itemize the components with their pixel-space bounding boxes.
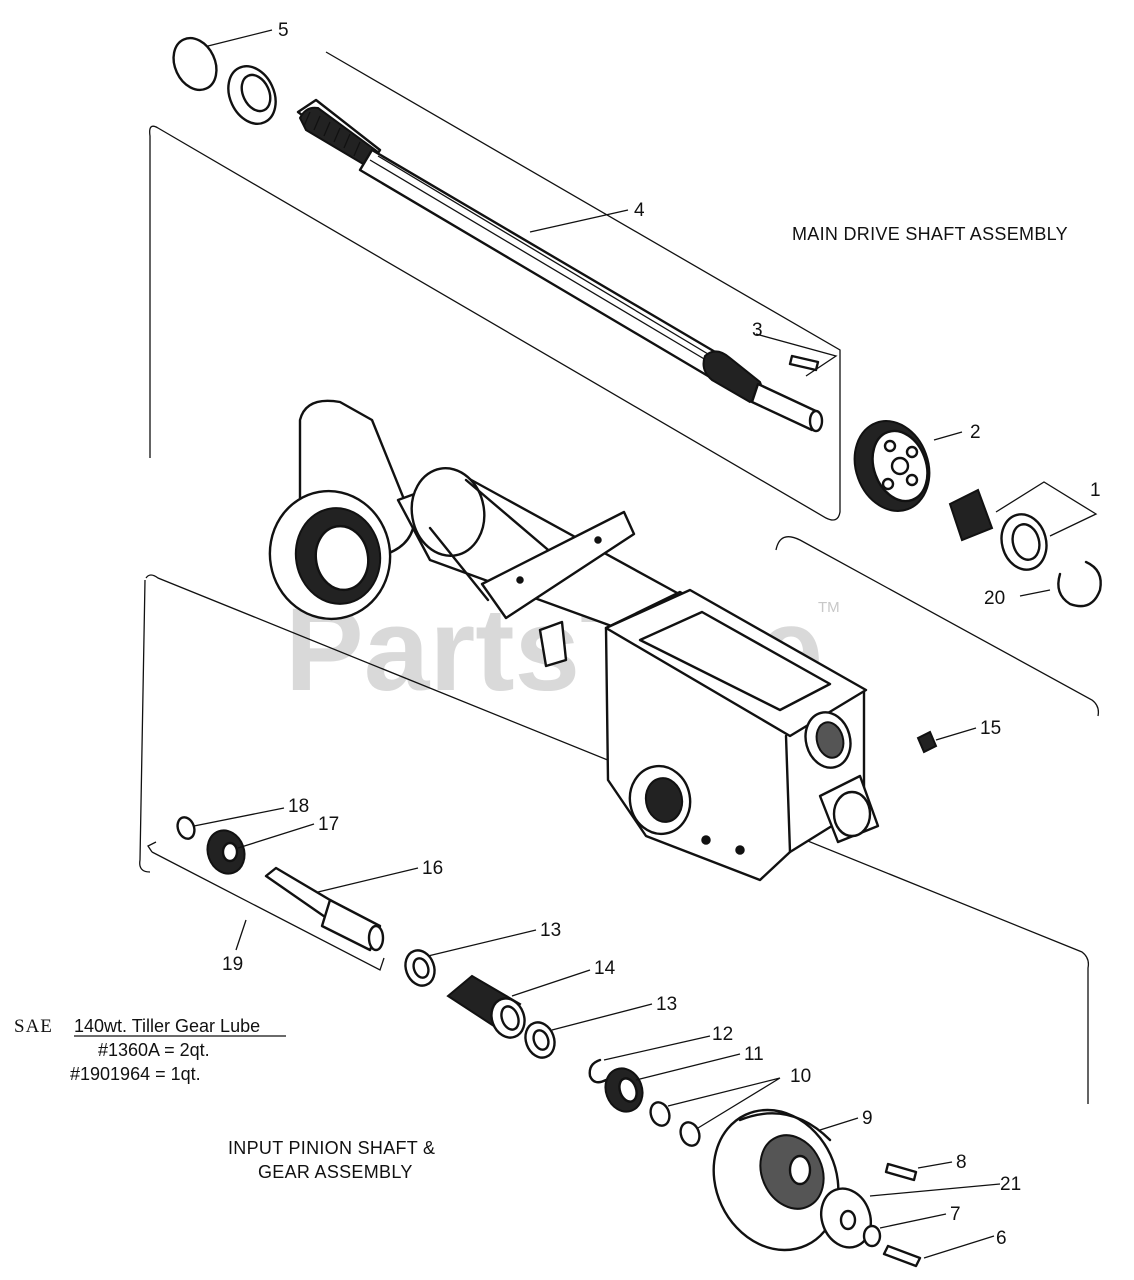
- part-17-pinion-gear: [206, 829, 246, 875]
- callout-21: 21: [1000, 1174, 1021, 1195]
- main-drive-shaft-bracket: [149, 51, 841, 521]
- part-5-snap-ring: [172, 36, 218, 92]
- callout-13-lower: 13: [656, 994, 677, 1015]
- lube-note-line1: #1360A = 2qt.: [98, 1040, 210, 1060]
- callout-10: 10: [790, 1066, 811, 1087]
- lube-note-prefix: SAE: [14, 1016, 53, 1037]
- part-9-pulley: [712, 1108, 840, 1252]
- callout-20: 20: [984, 588, 1005, 609]
- part-18-e-ring: [176, 816, 196, 840]
- callout-1: 1: [1090, 480, 1101, 501]
- part-21-washer: [820, 1187, 872, 1249]
- leader-lines: [193, 29, 1051, 1259]
- part-7-lock-washer: [862, 1224, 882, 1248]
- callout-8: 8: [956, 1152, 967, 1173]
- watermark-trademark: TM: [818, 599, 840, 616]
- callout-13-upper: 13: [540, 920, 561, 941]
- assembly-headings: MAIN DRIVE SHAFT ASSEMBLY INPUT PINION S…: [228, 224, 1068, 1182]
- callout-7: 7: [950, 1204, 961, 1225]
- input-pinion-heading-line1: INPUT PINION SHAFT &: [228, 1138, 435, 1158]
- callout-18: 18: [288, 796, 309, 817]
- callout-14: 14: [594, 958, 616, 979]
- part-6-bolt: [882, 1244, 922, 1268]
- lube-note-line2: #1901964 = 1qt.: [70, 1064, 201, 1084]
- callout-5: 5: [278, 20, 289, 41]
- callout-19: 19: [222, 954, 243, 975]
- part-13-washer-b: [524, 1021, 556, 1059]
- part-14-bushing: [446, 974, 526, 1039]
- callout-2: 2: [970, 422, 981, 443]
- callout-6: 6: [996, 1228, 1007, 1249]
- lube-note: SAE 140wt. Tiller Gear Lube #1360A = 2qt…: [14, 1016, 286, 1084]
- lube-note-title: 140wt. Tiller Gear Lube: [74, 1016, 260, 1036]
- part-10-shims: [649, 1101, 701, 1147]
- part-3-key: [755, 333, 838, 377]
- part-15-plug: [916, 727, 977, 754]
- part-2-spur-gear: [853, 420, 931, 512]
- callout-3: 3: [752, 320, 763, 341]
- gear-housing: [268, 399, 880, 882]
- callout-labels: 1 2 3 4 5 6 7 8 9 10 11 12 13 13 14 15 1…: [222, 20, 1101, 1249]
- housing-bracket: [139, 536, 1100, 1104]
- part-16-pinion-shaft: [264, 866, 385, 952]
- part-11-bearing: [604, 1067, 644, 1113]
- callout-9: 9: [862, 1108, 873, 1129]
- part-20-retaining-ring: [1057, 560, 1102, 608]
- part-bearing-cup: [227, 65, 277, 125]
- callout-15: 15: [980, 718, 1001, 739]
- part-4-main-drive-shaft: [296, 98, 824, 433]
- callout-4: 4: [634, 200, 645, 221]
- part-8-key: [884, 1162, 918, 1182]
- part-12-snap-ring: [588, 1058, 608, 1084]
- part-19-bracket: [147, 841, 385, 971]
- part-13-washer-a: [404, 949, 436, 987]
- callout-17: 17: [318, 814, 339, 835]
- callout-11: 11: [744, 1044, 764, 1065]
- callout-12: 12: [712, 1024, 733, 1045]
- part-1-bearing: [948, 481, 1098, 571]
- main-drive-shaft-heading: MAIN DRIVE SHAFT ASSEMBLY: [792, 224, 1068, 244]
- input-pinion-heading-line2: GEAR ASSEMBLY: [258, 1162, 413, 1182]
- callout-16: 16: [422, 858, 443, 879]
